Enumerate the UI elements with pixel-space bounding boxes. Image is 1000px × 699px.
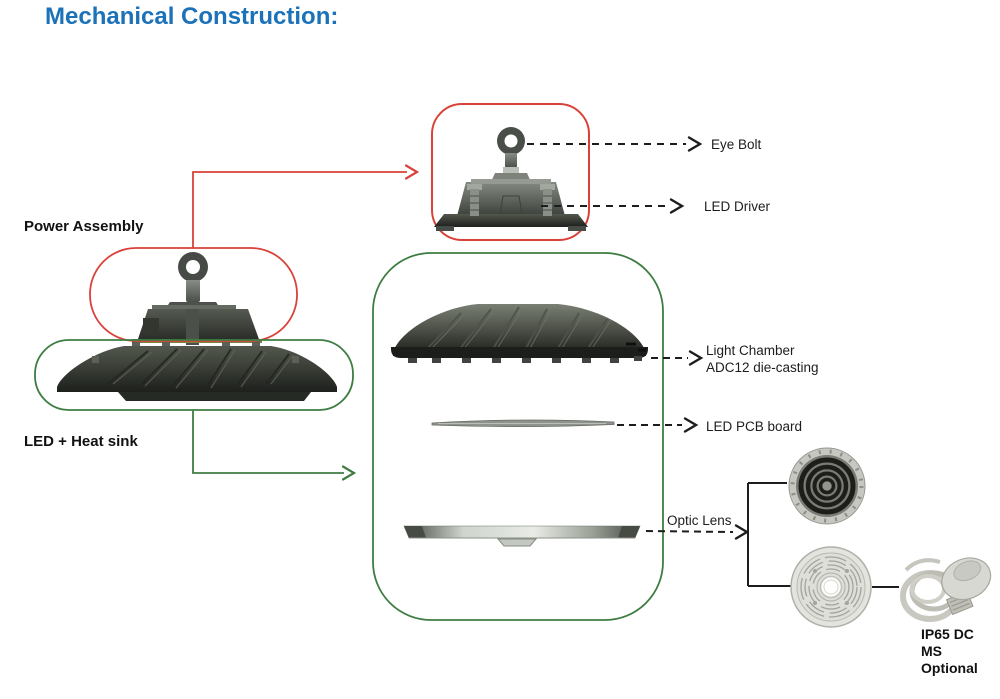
- light-chamber-label-line1: Light Chamber: [706, 343, 795, 358]
- exploded-view-box: [372, 252, 664, 621]
- optic-lens-label: Optic Lens: [667, 513, 732, 528]
- light-chamber-label: Light Chamber ADC12 die-casting: [706, 342, 819, 376]
- light-chamber-label-line2: ADC12 die-casting: [706, 360, 819, 375]
- main-light-image: [57, 252, 337, 401]
- led-heatsink-label: LED + Heat sink: [24, 433, 138, 450]
- red-connector-arrow: [192, 164, 420, 248]
- optic-lens-image: [403, 525, 641, 547]
- green-connector-arrow: [192, 410, 357, 481]
- light-chamber-arrow: [651, 350, 704, 366]
- sensor-option-line3: Optional: [921, 660, 978, 676]
- reflector-lens-image: [788, 447, 866, 525]
- led-driver-label: LED Driver: [704, 199, 771, 214]
- page-title: Mechanical Construction:: [45, 3, 339, 30]
- power-assembly-detail-image: [434, 127, 588, 231]
- eye-bolt-label: Eye Bolt: [711, 137, 762, 152]
- heatsink-highlight-box: [34, 339, 354, 411]
- glass-lens-image: [790, 546, 872, 628]
- power-assembly-label: Power Assembly: [24, 218, 144, 235]
- motion-sensor-image: [900, 557, 992, 622]
- sensor-option-line1: IP65 DC: [921, 626, 974, 642]
- sensor-option-line2: MS: [921, 643, 942, 659]
- power-assembly-detail-box: [431, 103, 590, 241]
- led-driver-arrow: [541, 198, 685, 214]
- lens-options-bracket: [747, 482, 791, 587]
- pcb-board-image: [431, 419, 615, 428]
- led-pcb-label: LED PCB board: [706, 419, 803, 434]
- heatsink-side-image: [391, 304, 648, 363]
- led-pcb-arrow: [617, 417, 699, 433]
- eye-bolt-arrow: [527, 136, 703, 152]
- sensor-option-label: IP65 DC MS Optional: [921, 626, 978, 677]
